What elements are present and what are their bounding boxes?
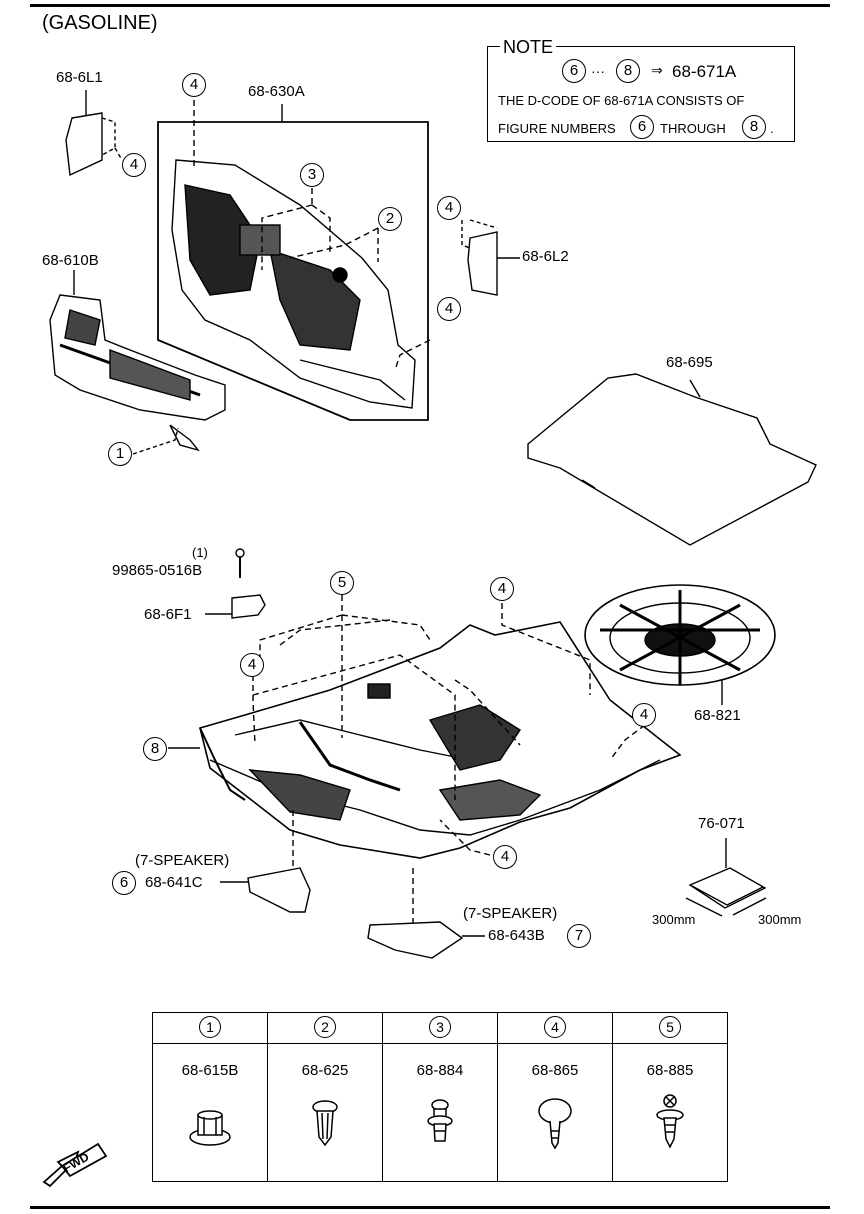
callout-4: 4 [632,703,656,727]
note-range-from: 6 [562,59,586,83]
callout-3: 3 [300,163,324,187]
fastener-cell: 68-865 [497,1043,613,1182]
note-line-3b: THROUGH [660,121,726,136]
fastener-header-cell: 3 [382,1012,498,1044]
part-641C-shape [247,867,311,913]
bottom-rule [30,1206,830,1209]
part-6L1-shape [65,112,103,177]
fastener-cell: 68-884 [382,1043,498,1182]
label-68-6L2: 68-6L2 [522,248,569,265]
label-dim-b: 300mm [758,912,802,927]
label-68-6L1: 68-6L1 [56,69,103,86]
callout-2: 2 [378,207,402,231]
callout-8: 8 [143,737,167,761]
label-7-speaker-b: (7-SPEAKER) [463,905,558,922]
note-line-3-end: . [770,121,774,136]
fastener-header-cell: 5 [612,1012,728,1044]
label-76-071: 76-071 [698,815,745,832]
page-title: (GASOLINE) [42,12,158,34]
fwd-arrow-icon: FWD [42,1142,108,1188]
callout-4: 4 [493,845,517,869]
stepped-clip-icon [427,1099,453,1142]
fastener-header-cell: 4 [497,1012,613,1044]
fastener-part-number: 68-884 [416,1062,464,1079]
fastener-table: 1 2 3 4 5 68-615B 68-625 [152,1012,728,1182]
callout-7: 7 [567,924,591,948]
note-arrow: ⇒ [651,62,663,78]
note-line-3-num1: 6 [630,115,654,139]
trunk-mat-shape [527,373,817,546]
fastener-part-number: 68-615B [181,1062,239,1079]
fastener-num: 4 [544,1016,566,1038]
label-68-821: 68-821 [694,707,741,724]
part-643B-shape [367,921,464,959]
label-68-695: 68-695 [666,354,713,371]
top-rule [30,4,830,7]
label-68-643B: 68-643B [488,927,545,944]
fastener-header-cell: 1 [152,1012,268,1044]
fastener-header-cell: 2 [267,1012,383,1044]
label-dim-a: 300mm [652,912,696,927]
label-68-610B: 68-610B [42,252,99,269]
label-68-641C: 68-641C [145,874,203,891]
note-range-code: 68-671A [672,62,737,81]
fastener-cell: 68-625 [267,1043,383,1182]
label-7-speaker-a: (7-SPEAKER) [135,852,230,869]
fastener-num: 2 [314,1016,336,1038]
note-box [487,46,795,142]
fastener-num: 1 [199,1016,221,1038]
fastener-cell: 68-615B [152,1043,268,1182]
label-99865-qty: (1) [192,545,208,560]
callout-4: 4 [437,297,461,321]
callout-4: 4 [122,153,146,177]
callout-1: 1 [108,442,132,466]
fastener-part-number: 68-885 [646,1062,694,1079]
note-range-sep: ··· [591,63,605,79]
note-range-to: 8 [616,59,640,83]
callout-4: 4 [490,577,514,601]
fastener-part-number: 68-865 [531,1062,579,1079]
callout-4: 4 [437,196,461,220]
part-076-shape [688,867,767,909]
note-heading: NOTE [500,37,557,58]
push-pin-clip-icon [312,1100,338,1147]
label-99865-0516B: 99865-0516B [112,562,203,579]
fastener-num: 3 [429,1016,451,1038]
callout-4: 4 [240,653,264,677]
dash-insulator-frame [157,121,429,421]
note-line-3a: FIGURE NUMBERS [498,121,616,136]
fastener-part-number: 68-625 [301,1062,349,1079]
part-6L2-shape [467,231,498,296]
push-nut-clip-icon [189,1110,231,1146]
callout-4: 4 [182,73,206,97]
label-68-6F1: 68-6F1 [144,606,192,623]
fastener-num: 5 [659,1016,681,1038]
callout-6: 6 [112,871,136,895]
note-line-3-num2: 8 [742,115,766,139]
part-6F1-shape [231,594,266,619]
screw-rivet-clip-icon [656,1094,684,1149]
mushroom-clip-icon [538,1098,572,1150]
callout-5: 5 [330,571,354,595]
note-line-2: THE D-CODE OF 68-671A CONSISTS OF [498,93,745,108]
fastener-cell: 68-885 [612,1043,728,1182]
label-68-630A: 68-630A [248,83,305,100]
